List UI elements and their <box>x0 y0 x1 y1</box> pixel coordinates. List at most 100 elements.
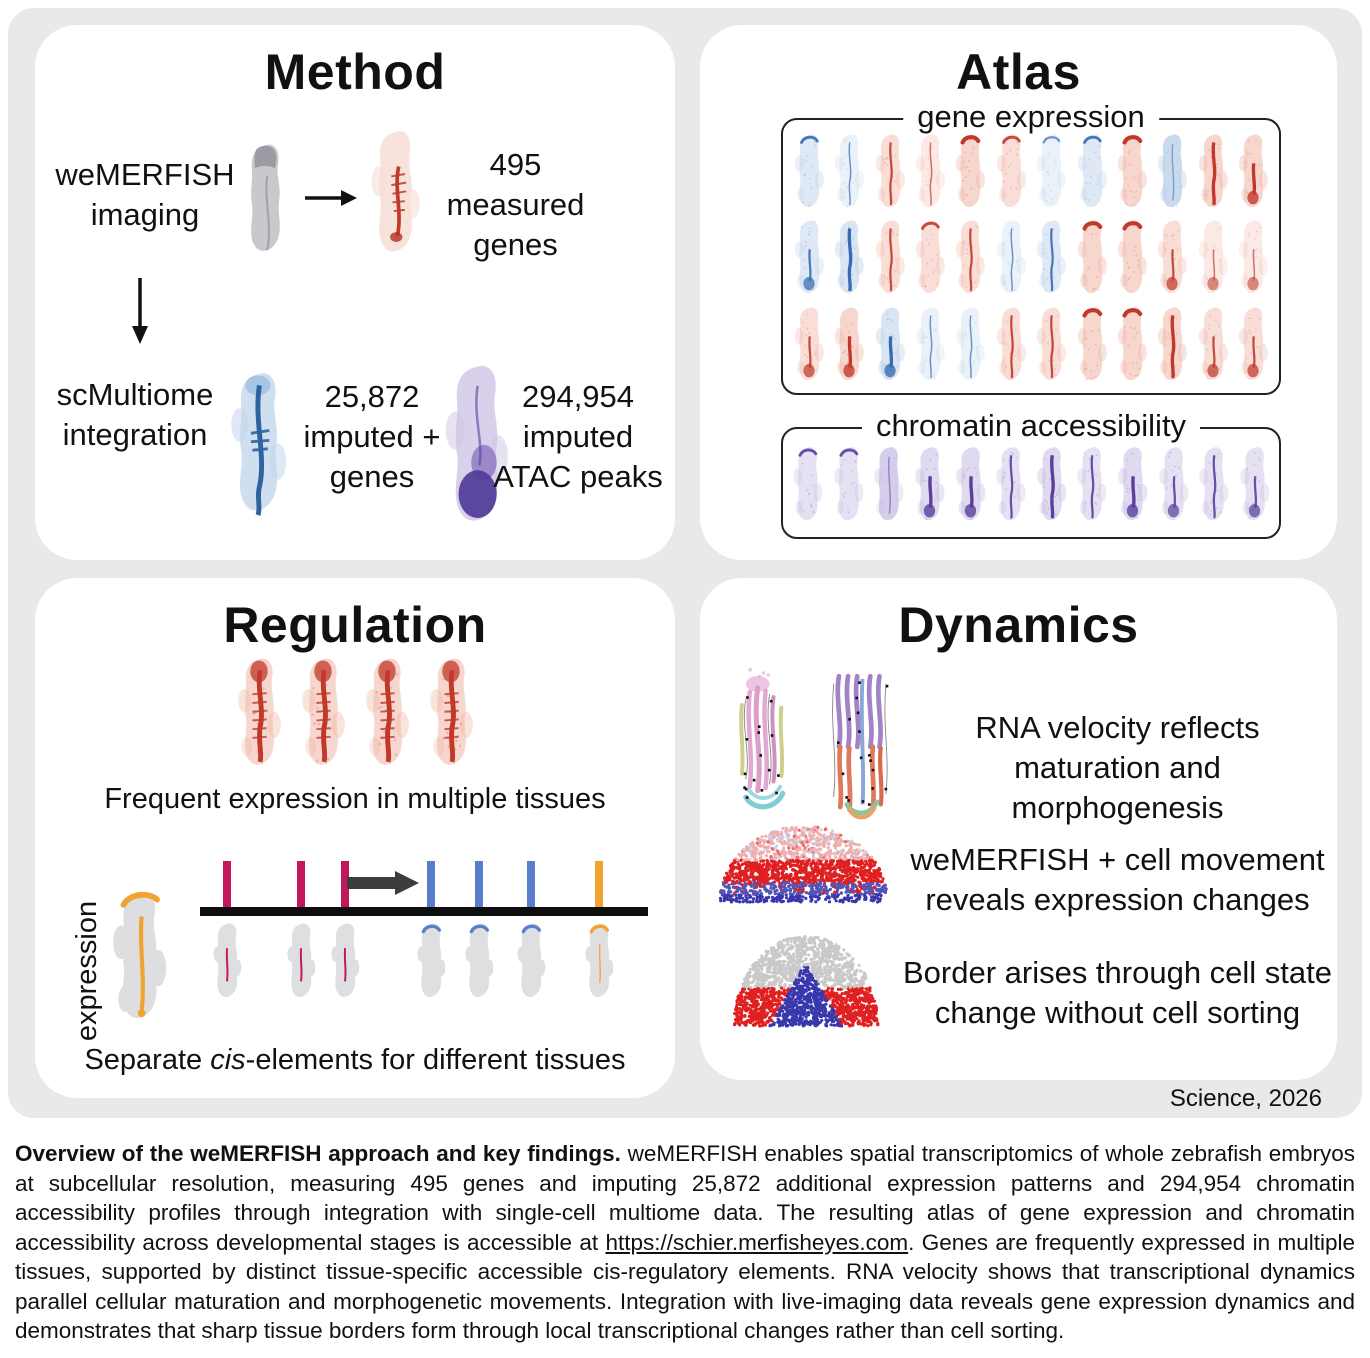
red-embryo-row <box>35 653 675 777</box>
dynamics-text-velocity: RNA velocity reflects maturation and mor… <box>975 710 1260 825</box>
atlas-url-link[interactable]: https://schier.merfisheyes.com <box>605 1229 909 1255</box>
embryo-thumbnail <box>833 447 864 521</box>
embryo-thumbnail <box>1158 220 1188 294</box>
imputed-atac-label: 294,954 imputed ATAC peaks <box>493 379 663 494</box>
imputed-genes-label: 25,872 imputed + genes <box>303 379 441 494</box>
embryo-thumbnail <box>875 134 905 208</box>
cis-element-bar-orange <box>595 861 603 907</box>
cis-element-bar-blue <box>527 861 535 907</box>
panel-title-dynamics: Dynamics <box>898 597 1139 653</box>
chromatin-accessibility-label: chromatin accessibility <box>861 408 1201 444</box>
caption-lead: Overview of the weMERFISH approach and k… <box>15 1141 621 1166</box>
embryo-thumbnail <box>302 658 345 765</box>
cis-element-bar-magenta <box>223 861 231 907</box>
arrow-down-icon <box>132 278 148 344</box>
panel-title-regulation: Regulation <box>223 597 487 653</box>
embryo-thumbnail <box>1036 220 1067 294</box>
embryo-thumbnail <box>1037 447 1067 521</box>
embryo-thumbnail <box>1198 220 1228 294</box>
embryo-thumbnail <box>1238 307 1268 380</box>
rna-velocity-plot-icon <box>832 673 889 820</box>
embryo-thumbnail <box>1240 447 1270 521</box>
embryo-thumbnail <box>585 923 614 997</box>
embryo-thumbnail <box>1117 134 1147 208</box>
embryo-thumbnail <box>465 923 494 997</box>
gene-expression-box: gene expression <box>781 99 1281 395</box>
embryo-thumbnail <box>996 447 1026 521</box>
embryo-thumbnail <box>213 923 242 997</box>
embryo-thumbnail <box>331 923 360 997</box>
embryo-thumbnail <box>915 134 945 208</box>
embryo-measured-icon <box>371 131 420 252</box>
genome-axis <box>200 907 648 916</box>
embryo-thumbnail <box>1158 307 1188 380</box>
rna-velocity-plot-icon <box>739 667 786 810</box>
embryo-thumbnail <box>793 447 823 521</box>
embryo-expression-icon <box>113 891 167 1018</box>
panel-title-method: Method <box>264 44 446 100</box>
expression-axis-label: expression <box>71 900 103 1042</box>
embryo-thumbnail <box>1199 447 1229 521</box>
embryo-row <box>791 442 1271 530</box>
embryo-thumbnail <box>1036 134 1067 208</box>
panel-method: Method weMERFISH imaging 495 measured <box>35 25 675 560</box>
wemerfish-imaging-label: weMERFISH imaging <box>55 157 235 232</box>
dynamics-text-movement: weMERFISH + cell movement reveals expres… <box>910 842 1325 917</box>
embryo-thumbnail <box>1077 307 1107 380</box>
embryo-thumbnail <box>366 658 409 765</box>
figure-caption: Overview of the weMERFISH approach and k… <box>0 1118 1370 1358</box>
embryo-thumbnail <box>1036 307 1067 380</box>
embryo-thumbnail <box>1198 307 1228 380</box>
embryo-thumbnail <box>835 220 865 294</box>
embryo-thumbnail <box>915 220 945 294</box>
journal-credit: Science, 2026 <box>1169 1085 1322 1112</box>
embryo-thumbnail <box>794 307 824 380</box>
embryo-gray-icon <box>251 144 280 251</box>
chromatin-grid <box>791 439 1271 533</box>
embryo-thumbnail <box>794 220 824 294</box>
scmultiome-label: scMultiome integration <box>56 377 214 452</box>
embryo-thumbnail <box>996 307 1026 381</box>
cis-element-bar-blue <box>475 861 483 907</box>
embryo-thumbnail <box>1118 447 1148 521</box>
embryo-thumbnail <box>1238 134 1268 208</box>
dynamics-text-border: Border arises through cell state change … <box>902 955 1333 1030</box>
embryo-row <box>791 305 1271 387</box>
embryo-thumbnail <box>1238 220 1268 294</box>
embryo-thumbnail <box>1077 447 1107 521</box>
embryo-row <box>791 132 1271 214</box>
cis-element-bar-blue <box>427 861 435 907</box>
embryo-thumbnail <box>956 307 986 380</box>
expression-change-dome-icon <box>718 825 888 904</box>
embryo-thumbnail <box>1158 134 1188 208</box>
embryo-thumbnail <box>835 134 865 208</box>
embryo-thumbnail <box>874 447 904 521</box>
embryo-thumbnail <box>915 447 945 521</box>
embryo-thumbnail <box>794 134 824 208</box>
embryo-thumbnail <box>1117 220 1147 294</box>
panel-atlas: Atlas gene expression chromatin accessib… <box>700 25 1337 560</box>
embryo-row <box>791 218 1271 300</box>
embryo-thumbnail <box>238 658 281 765</box>
embryo-thumbnail <box>430 658 473 765</box>
embryo-thumbnail <box>915 307 945 380</box>
embryo-thumbnail <box>955 447 985 521</box>
embryo-thumbnail <box>835 307 865 380</box>
caption-text: Overview of the weMERFISH approach and k… <box>15 1141 1355 1343</box>
embryo-thumbnail <box>956 134 986 208</box>
embryo-thumbnail <box>417 923 446 997</box>
embryo-thumbnail <box>1077 134 1107 208</box>
embryo-thumbnail <box>1198 134 1228 208</box>
finding-cis-elements: Separate cis-elements for different tiss… <box>84 1044 626 1076</box>
chromatin-box: chromatin accessibility <box>781 408 1281 539</box>
arrow-right-thick-icon <box>347 871 419 895</box>
gene-expression-label: gene expression <box>903 99 1159 135</box>
cis-element-bar-magenta <box>341 861 349 907</box>
panel-regulation: Regulation Frequent expression in multip… <box>35 578 675 1098</box>
measured-genes-label: 495 measured genes <box>446 147 585 262</box>
embryo-thumbnail <box>1077 220 1107 294</box>
panel-dynamics: Dynamics RNA velocity reflects maturatio… <box>700 578 1337 1080</box>
embryo-thumbnail <box>1158 447 1189 521</box>
embryo-thumbnail <box>287 923 316 997</box>
